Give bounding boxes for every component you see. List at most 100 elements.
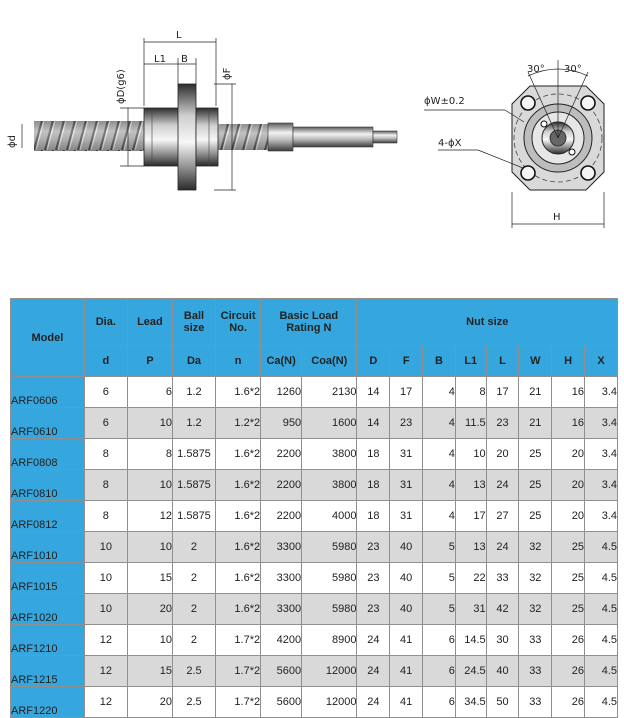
cell-da: 2.5 [171, 686, 217, 718]
angle-left-label: 30° [527, 64, 545, 75]
cell-da: 1.2 [171, 407, 217, 439]
screw-shaft-right [216, 124, 268, 150]
cell-B: 5 [422, 593, 456, 625]
cell-L1: 22 [454, 562, 487, 594]
subheader-cell: Coa(N) [301, 345, 358, 377]
subheader-cell: Da [171, 345, 217, 377]
header-ball-size-line2: size [183, 322, 205, 334]
cell-X: 3.4 [584, 407, 618, 439]
cell-F: 31 [389, 500, 424, 532]
cell-H: 26 [551, 624, 586, 656]
cell-ca: 5600 [260, 655, 303, 687]
subheader-cell: X [584, 345, 618, 377]
cell-p: 10 [126, 407, 173, 439]
cell-da: 2 [171, 562, 217, 594]
cell-ca: 4200 [260, 624, 303, 656]
cell-d: 8 [83, 438, 128, 470]
cell-X: 4.5 [584, 686, 618, 718]
subheader-cell: d [83, 345, 128, 377]
header-basic-load-line2: Rating N [286, 322, 332, 334]
cell-X: 3.4 [584, 438, 618, 470]
cell-coa: 3800 [301, 469, 358, 501]
cell-n: 1.6*2 [215, 469, 262, 501]
cell-L: 24 [485, 531, 520, 563]
cell-p: 10 [126, 624, 173, 656]
header-circuit-line1: Circuit [220, 310, 256, 322]
cell-d: 12 [83, 624, 128, 656]
cell-B: 4 [422, 469, 456, 501]
cell-L: 23 [485, 407, 520, 439]
dimension-lines [21, 38, 236, 191]
cell-L1: 8 [454, 376, 487, 408]
cell-B: 4 [422, 376, 456, 408]
subheader-cell: L [485, 345, 520, 377]
model-cell: ARF0610 [10, 407, 85, 439]
cell-D: 14 [356, 407, 391, 439]
flange-end-view [511, 85, 605, 191]
dim-B: B [181, 54, 188, 65]
model-cell: ARF0812 [10, 500, 85, 532]
cell-W: 32 [518, 562, 553, 594]
cell-L1: 14.5 [454, 624, 487, 656]
cell-d: 12 [83, 686, 128, 718]
cell-n: 1.2*2 [215, 407, 262, 439]
dim-L: L [176, 30, 182, 41]
cell-D: 24 [356, 686, 391, 718]
cell-F: 31 [389, 469, 424, 501]
cell-ca: 1260 [260, 376, 303, 408]
cell-D: 24 [356, 655, 391, 687]
cell-W: 33 [518, 624, 553, 656]
cell-L: 27 [485, 500, 520, 532]
cell-L: 33 [485, 562, 520, 594]
cell-n: 1.7*2 [215, 686, 262, 718]
cell-coa: 3800 [301, 438, 358, 470]
cell-D: 24 [356, 624, 391, 656]
cell-X: 3.4 [584, 376, 618, 408]
cell-n: 1.6*2 [215, 376, 262, 408]
dim-phiF: ϕF [222, 67, 233, 80]
cell-X: 4.5 [584, 593, 618, 625]
cell-coa: 5980 [301, 531, 358, 563]
cell-d: 8 [83, 500, 128, 532]
cell-L: 17 [485, 376, 520, 408]
cell-H: 20 [551, 469, 586, 501]
cell-X: 4.5 [584, 531, 618, 563]
subheader-cell: W [518, 345, 553, 377]
cell-coa: 1600 [301, 407, 358, 439]
model-cell: ARF1010 [10, 531, 85, 563]
cell-F: 31 [389, 438, 424, 470]
cell-ca: 950 [260, 407, 303, 439]
cell-W: 25 [518, 469, 553, 501]
subheader-cell: H [551, 345, 586, 377]
cell-da: 2 [171, 593, 217, 625]
model-cell: ARF1020 [10, 593, 85, 625]
cell-B: 6 [422, 686, 456, 718]
technical-drawing: L L1 B ϕD(g6) ϕF ϕd 30° 30° ϕW±0.2 4-ϕX … [7, 30, 605, 228]
cell-X: 4.5 [584, 655, 618, 687]
cell-F: 40 [389, 562, 424, 594]
cell-n: 1.7*2 [215, 655, 262, 687]
ball-nut [143, 83, 219, 191]
cell-coa: 8900 [301, 624, 358, 656]
cell-H: 25 [551, 531, 586, 563]
cell-ca: 2200 [260, 438, 303, 470]
cell-L: 24 [485, 469, 520, 501]
cell-F: 41 [389, 624, 424, 656]
header-lead: Lead [126, 298, 173, 346]
header-dia: Dia. [83, 298, 128, 346]
cell-p: 20 [126, 686, 173, 718]
cell-F: 23 [389, 407, 424, 439]
cell-L1: 10 [454, 438, 487, 470]
header-model: Model [10, 298, 85, 377]
cell-n: 1.6*2 [215, 593, 262, 625]
cell-d: 10 [83, 593, 128, 625]
